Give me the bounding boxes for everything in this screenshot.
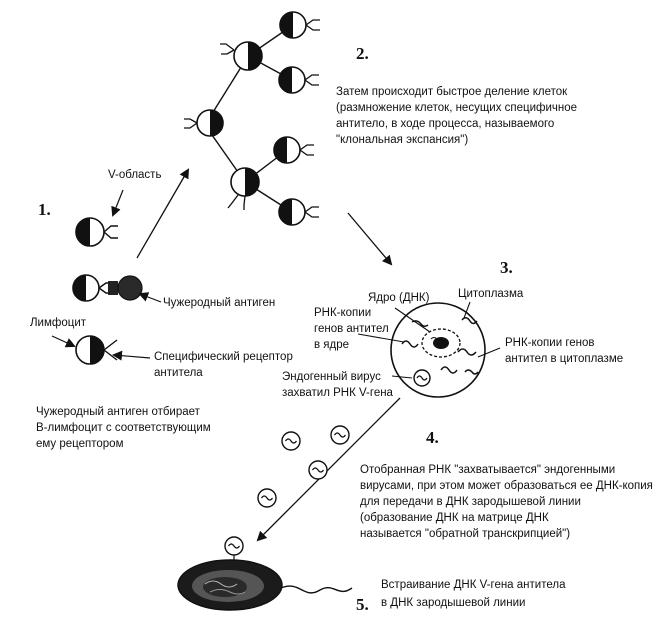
receptor-label-line2: антитела <box>154 367 203 379</box>
virus-icon <box>224 536 244 556</box>
germline-cell <box>177 555 353 611</box>
step4-caption-line4: (образование ДНК на матрице ДНК <box>360 512 549 524</box>
clone-cell-mid-top <box>220 41 263 71</box>
step2-caption-line4: "клональная экспансия") <box>336 134 469 146</box>
cytoplasm-label: Цитоплазма <box>458 288 524 300</box>
step4-caption-line1: Отобранная РНК "захватывается" эндогенны… <box>360 464 616 476</box>
step4-caption-line3: для передачи в ДНК зародышевой линии <box>360 496 581 508</box>
rna-nucleus-label-line2: генов антител <box>314 323 389 335</box>
clone-cell-leaf-2 <box>278 66 319 94</box>
lymphocyte-bound-antigen <box>72 274 143 302</box>
virus-label-line2: захватил РНК V-гена <box>282 387 393 399</box>
lymphocyte-label: Лимфоцит <box>30 317 87 329</box>
rna-nucleus-label-line3: в ядре <box>314 339 350 351</box>
rna-cytoplasm-label-line2: антител в цитоплазме <box>505 353 624 365</box>
nucleus-pointer <box>394 307 431 333</box>
step-number-2: 2. <box>356 44 369 63</box>
rna-nucleus-pointer <box>357 333 405 343</box>
v-region-pointer <box>111 189 124 217</box>
virus-label-line1: Эндогенный вирус <box>282 371 381 383</box>
step1-caption-line1: Чужеродный антиген отбирает <box>36 406 200 418</box>
clone-cell-mid-bottom <box>227 167 260 210</box>
step5-caption-line2: в ДНК зародышевой линии <box>381 597 526 609</box>
virus-icon <box>257 488 277 508</box>
plasma-cell <box>390 302 486 398</box>
virus-icon <box>281 431 301 451</box>
step-number-3: 3. <box>500 258 513 277</box>
step1-caption-line2: В-лимфоцит с соответствующим <box>36 422 211 434</box>
lymphocyte-pointer <box>51 335 76 348</box>
clone-cell-leaf-4 <box>278 198 319 226</box>
arrow-step1-to-step2 <box>136 168 190 259</box>
rna-cytoplasm-pointer <box>477 347 501 358</box>
step2-caption-line3: антитело, в ходе процесса, называемого <box>336 118 555 130</box>
rna-nucleus-label-line1: РНК-копии <box>314 307 372 319</box>
step-number-4: 4. <box>426 428 439 447</box>
lymphocyte-receptor <box>75 335 118 365</box>
v-region-label: V-область <box>108 169 162 181</box>
receptor-label-line1: Специфический рецептор <box>154 351 293 363</box>
free-viruses <box>224 425 350 556</box>
clone-cell-leaf-1 <box>279 11 320 39</box>
step4-caption-line2: вирусами, при этом может образоваться ее… <box>360 480 653 492</box>
step2-caption-line1: Затем происходит быстрое деление клеток <box>336 86 568 98</box>
step5-caption-line1: Встраивание ДНК V-гена антитела <box>381 579 566 591</box>
step2-caption-line2: (размножение клеток, несущих специфичное <box>336 102 578 114</box>
step-number-1: 1. <box>38 200 51 219</box>
lymphocyte-top <box>75 217 118 247</box>
clone-cell-root <box>184 109 224 137</box>
virus-icon <box>308 460 328 480</box>
virus-icon <box>330 425 350 445</box>
nucleus-label: Ядро (ДНК) <box>368 292 430 304</box>
cytoplasm-pointer <box>463 301 471 319</box>
clone-cell-leaf-3 <box>273 136 314 164</box>
arrow-step2-to-step3 <box>347 212 393 266</box>
foreign-antigen-label: Чужеродный антиген <box>163 297 276 309</box>
antigen-pointer <box>138 292 162 303</box>
arrow-step3-to-step5 <box>256 397 401 542</box>
virus-pointer <box>391 375 413 379</box>
rna-cytoplasm-label-line1: РНК-копии генов <box>505 337 595 349</box>
step-number-5: 5. <box>356 595 369 614</box>
step1-caption-line3: ему рецептором <box>36 438 124 450</box>
receptor-pointer <box>112 350 151 361</box>
step4-caption-line5: называется "обратной транскрипцией") <box>360 528 571 540</box>
